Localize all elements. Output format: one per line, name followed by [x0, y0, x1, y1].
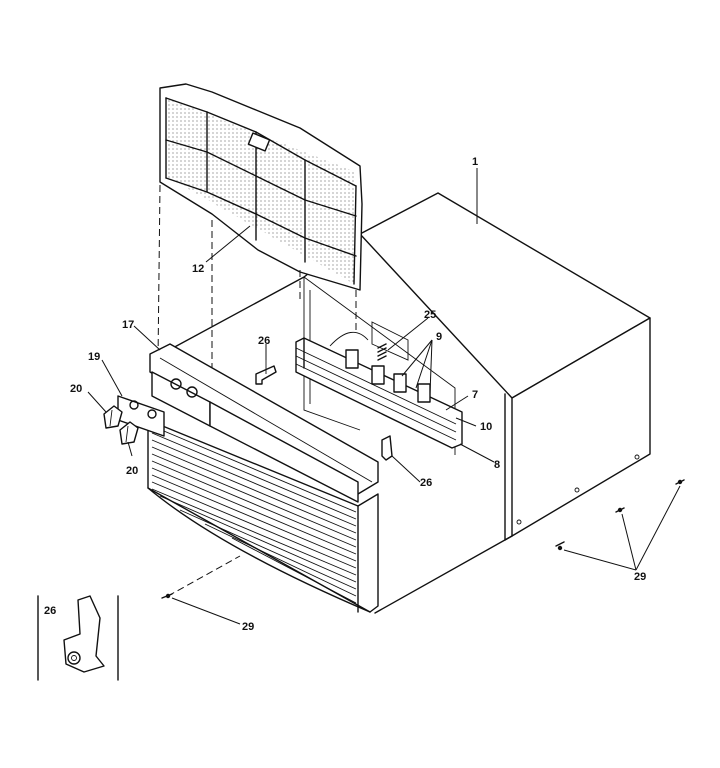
bracket-detail-inset	[37, 595, 119, 681]
label-part-25: 25	[424, 309, 436, 321]
control-box-assembly	[295, 321, 463, 449]
label-part-1: 1	[472, 156, 478, 168]
grille-louvers	[151, 425, 357, 604]
mounting-bracket-lower	[381, 435, 393, 461]
label-part-20-upper: 20	[70, 383, 82, 395]
label-part-20-lower: 20	[126, 465, 138, 477]
mounting-bracket-left	[255, 358, 277, 385]
label-part-17: 17	[122, 319, 134, 331]
label-part-26-lower: 26	[420, 477, 432, 489]
screws	[161, 479, 685, 599]
cabinet-housing	[157, 192, 651, 614]
label-part-9: 9	[436, 331, 442, 343]
label-part-26-upper: 26	[258, 335, 270, 347]
label-part-19: 19	[88, 351, 100, 363]
front-grille	[147, 343, 379, 613]
control-knob-upper	[103, 405, 123, 429]
air-filter	[159, 83, 363, 291]
label-part-7: 7	[472, 389, 478, 401]
label-part-8: 8	[494, 459, 500, 471]
control-knob-lower	[119, 421, 139, 445]
label-part-12: 12	[192, 263, 204, 275]
leader-lines	[87, 168, 681, 625]
label-part-10: 10	[480, 421, 492, 433]
part-labels: 1 12 17 19 20 20 26 25 9 7 10 8 26 29 29…	[44, 156, 646, 633]
label-part-29-left: 29	[242, 621, 254, 633]
label-part-26-inset: 26	[44, 605, 56, 617]
label-part-29-right: 29	[634, 571, 646, 583]
